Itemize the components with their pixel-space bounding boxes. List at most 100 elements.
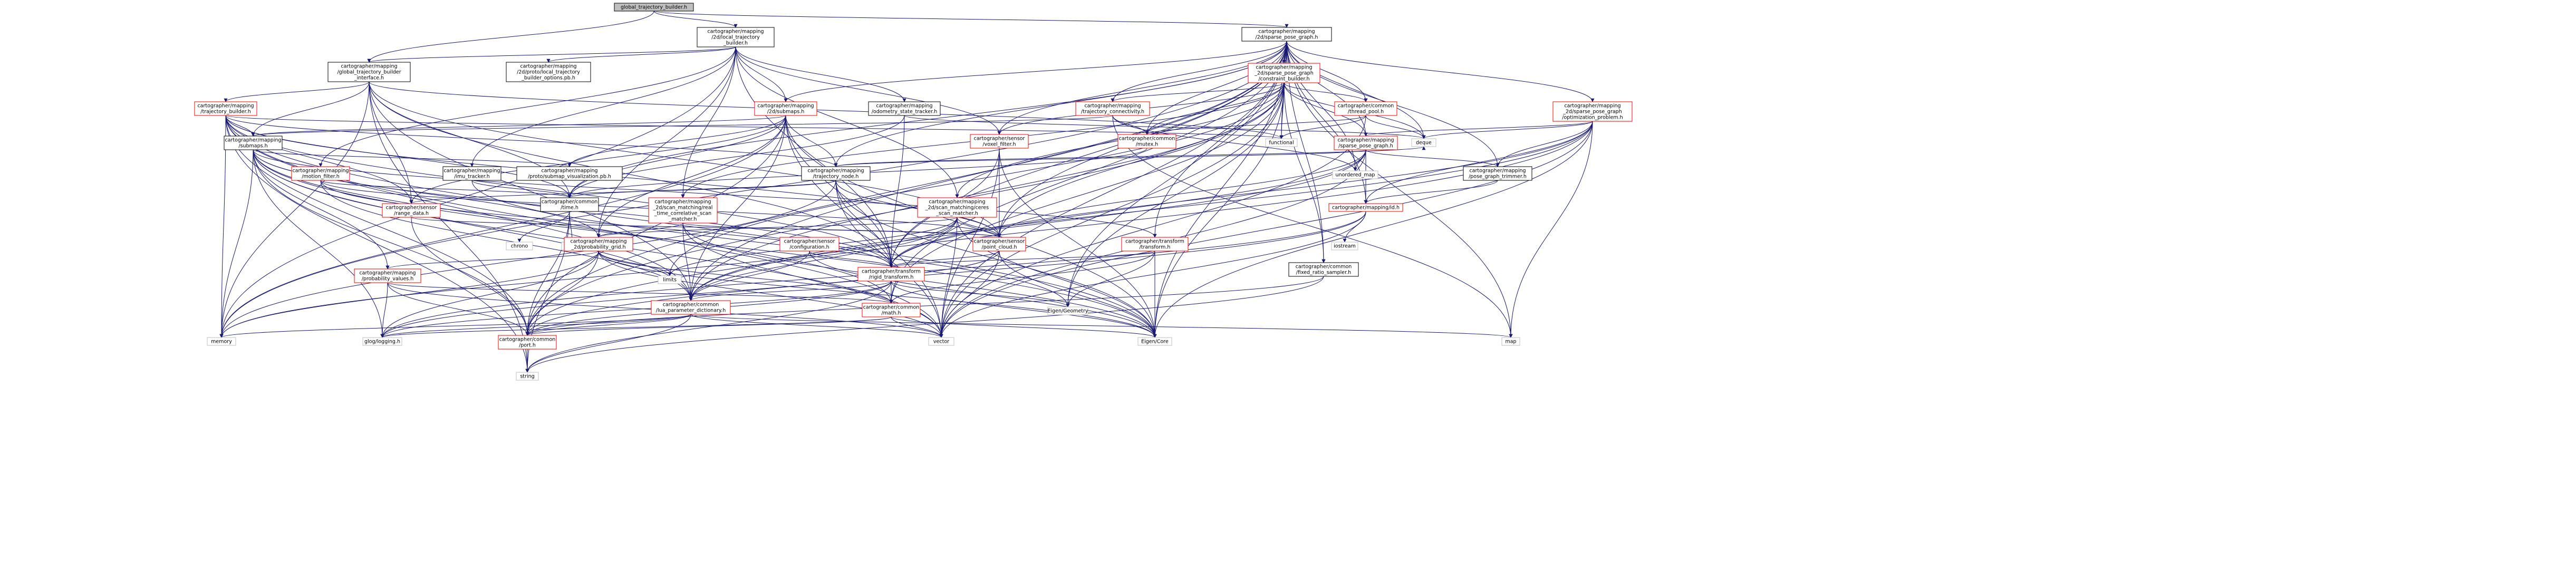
graph-node-sp[interactable]: cartographer/mapping/2d/sparse_pose_grap… [1241,27,1332,42]
graph-node-spgt[interactable]: cartographer/mapping/pose_graph_trimmer.… [1463,166,1532,181]
dependency-edge [834,149,1366,167]
node-box [362,337,402,346]
graph-node-umap: unordered_map [1332,170,1378,179]
graph-node-port[interactable]: cartographer/common/port.h [498,335,557,350]
graph-node-psv[interactable]: cartographer/mapping/proto/submap_visual… [516,166,623,181]
graph-node-tc[interactable]: cartographer/mapping/trajectory_connecti… [1075,101,1150,116]
graph-node-glog: glog/logging.h [362,337,402,346]
node-label-line: _2d/sparse_pose_graph [1562,109,1622,115]
node-label-line: /lua_parameter_dictionary.h [656,308,726,314]
dependency-edge [835,180,1157,338]
node-label-line: cartographer/sensor [784,239,835,245]
node-label-line: /odometry_state_tracker.h [872,109,938,115]
dependency-edge [253,149,1157,238]
graph-node-sub2d[interactable]: cartographer/mapping/2d/submaps.h [754,101,817,116]
dependency-edge [219,180,836,338]
dependency-edge [253,149,572,167]
node-box [648,197,718,224]
dependency-edge [891,281,1070,307]
graph-node-odom[interactable]: cartographer/mapping/odometry_state_trac… [868,101,941,116]
graph-node-mf[interactable]: cartographer/mapping/motion_filter.h [291,166,350,181]
dependency-edge [682,223,693,301]
dependency-edge [225,115,413,204]
dependency-edge [889,217,958,268]
graph-node-gtbi[interactable]: cartographer/mapping/global_trajectory_b… [327,62,411,82]
dependency-edge [367,46,736,63]
dependency-edge [251,115,786,137]
node-label-line: /point_cloud.h [982,245,1017,250]
dependency-edge [471,180,1070,307]
node-box [651,300,731,315]
node-label-line: /thread_pool.h [1348,109,1384,115]
graph-node-frs[interactable]: cartographer/common/fixed_ratio_sampler.… [1288,262,1359,277]
graph-node-ltb[interactable]: cartographer/mapping/2d/local_trajectory… [697,27,775,47]
graph-node-tp[interactable]: cartographer/common/thread_pool.h [1334,101,1397,116]
node-box [1241,27,1332,42]
graph-node-imu[interactable]: cartographer/mapping/imu_tracker.h [442,166,501,181]
node-label-line: cartographer/mapping [197,103,254,109]
dependency-edge [1066,250,1155,307]
node-label-line: cartographer/common [863,305,920,311]
graph-node-math[interactable]: cartographer/common/math.h [862,303,921,317]
node-label-line: cartographer/common [499,337,556,343]
node-label-line: /trajectory_node.h [813,174,859,180]
dependency-edge [598,250,943,338]
node-label-line: _2d/probability_grid.h [571,245,625,250]
dependency-edge [785,115,838,167]
dependency-edge [525,316,892,336]
graph-node-rigid[interactable]: cartographer/transform/rigid_transform.h [857,267,925,282]
dependency-edge [225,115,529,336]
graph-node-cb[interactable]: cartographer/mapping_2d/sparse_pose_grap… [1248,63,1320,83]
dependency-edge [380,316,892,338]
node-label-line: cartographer/sensor [386,205,437,211]
graph-node-id[interactable]: cartographer/mapping/id.h [1328,203,1403,212]
node-label-line: /time.h [561,205,578,211]
graph-node-vf[interactable]: cartographer/sensor/voxel_filter.h [970,134,1029,149]
node-label-line: map [1505,339,1516,345]
node-label-line: memory [211,339,232,345]
dependency-edge [1364,180,1498,204]
node-label-line: /proto/submap_visualization.pb.h [528,174,611,180]
graph-node-pc[interactable]: cartographer/sensor/point_cloud.h [972,237,1026,252]
dependency-edge [1286,41,1426,139]
graph-node-tb[interactable]: cartographer/mapping/trajectory_builder.… [194,101,257,116]
graph-node-csm[interactable]: cartographer/mapping_2d/scan_matching/ce… [917,197,997,218]
graph-node-mtx[interactable]: cartographer/common/mutex.h [1117,134,1176,149]
graph-node-rtcsm[interactable]: cartographer/mapping_2d/scan_matching/re… [648,197,718,224]
graph-node-spg[interactable]: cartographer/mapping/sparse_pose_graph.h [1334,136,1398,150]
graph-node-rd[interactable]: cartographer/sensor/range_data.h [382,203,441,218]
node-label-line: /submaps.h [238,143,267,149]
node-label-line: iostream [1334,244,1356,249]
graph-node-ttr[interactable]: cartographer/transform/transform.h [1121,237,1189,252]
graph-node-tn[interactable]: cartographer/mapping/trajectory_node.h [801,166,871,181]
node-label-line: /range_data.h [394,211,429,217]
graph-node-op[interactable]: cartographer/mapping_2d/sparse_pose_grap… [1552,101,1633,122]
graph-node-msub[interactable]: cartographer/mapping/submaps.h [224,136,283,150]
graph-node-gtb[interactable]: global_trajectory_builder.h [614,3,694,12]
graph-node-func: functional [1265,138,1298,147]
dependency-edge [1284,82,1326,263]
dependency-edge [889,121,1593,268]
graph-node-conf[interactable]: cartographer/sensor/configuration.h [779,237,840,252]
dependency-edge [253,149,529,336]
node-label-line: cartographer/mapping [707,29,764,35]
node-box [928,337,954,346]
node-box [1137,337,1172,346]
dependency-edge [1284,82,1368,102]
node-box [516,372,539,381]
graph-node-ltbo[interactable]: cartographer/mapping/2d/proto/local_traj… [506,62,591,82]
node-box [1121,237,1189,252]
graph-node-pg[interactable]: cartographer/mapping_2d/probability_grid… [564,237,633,252]
node-label-line: _builder_options.pb.h [521,75,575,81]
dependency-edge [997,41,1287,135]
graph-node-time[interactable]: cartographer/common/time.h [540,197,599,212]
node-box [194,101,257,116]
graph-node-pv[interactable]: cartographer/mapping/probability_values.… [354,268,421,283]
graph-node-lpd[interactable]: cartographer/common/lua_parameter_dictio… [651,300,731,315]
dependency-edge [735,46,959,198]
node-label-line: cartographer/mapping [1258,29,1315,35]
node-label-line: cartographer/mapping [1469,168,1526,174]
node-box [540,197,599,212]
node-label-line: /global_trajectory_builder [337,70,401,75]
dependency-edge [387,282,529,336]
